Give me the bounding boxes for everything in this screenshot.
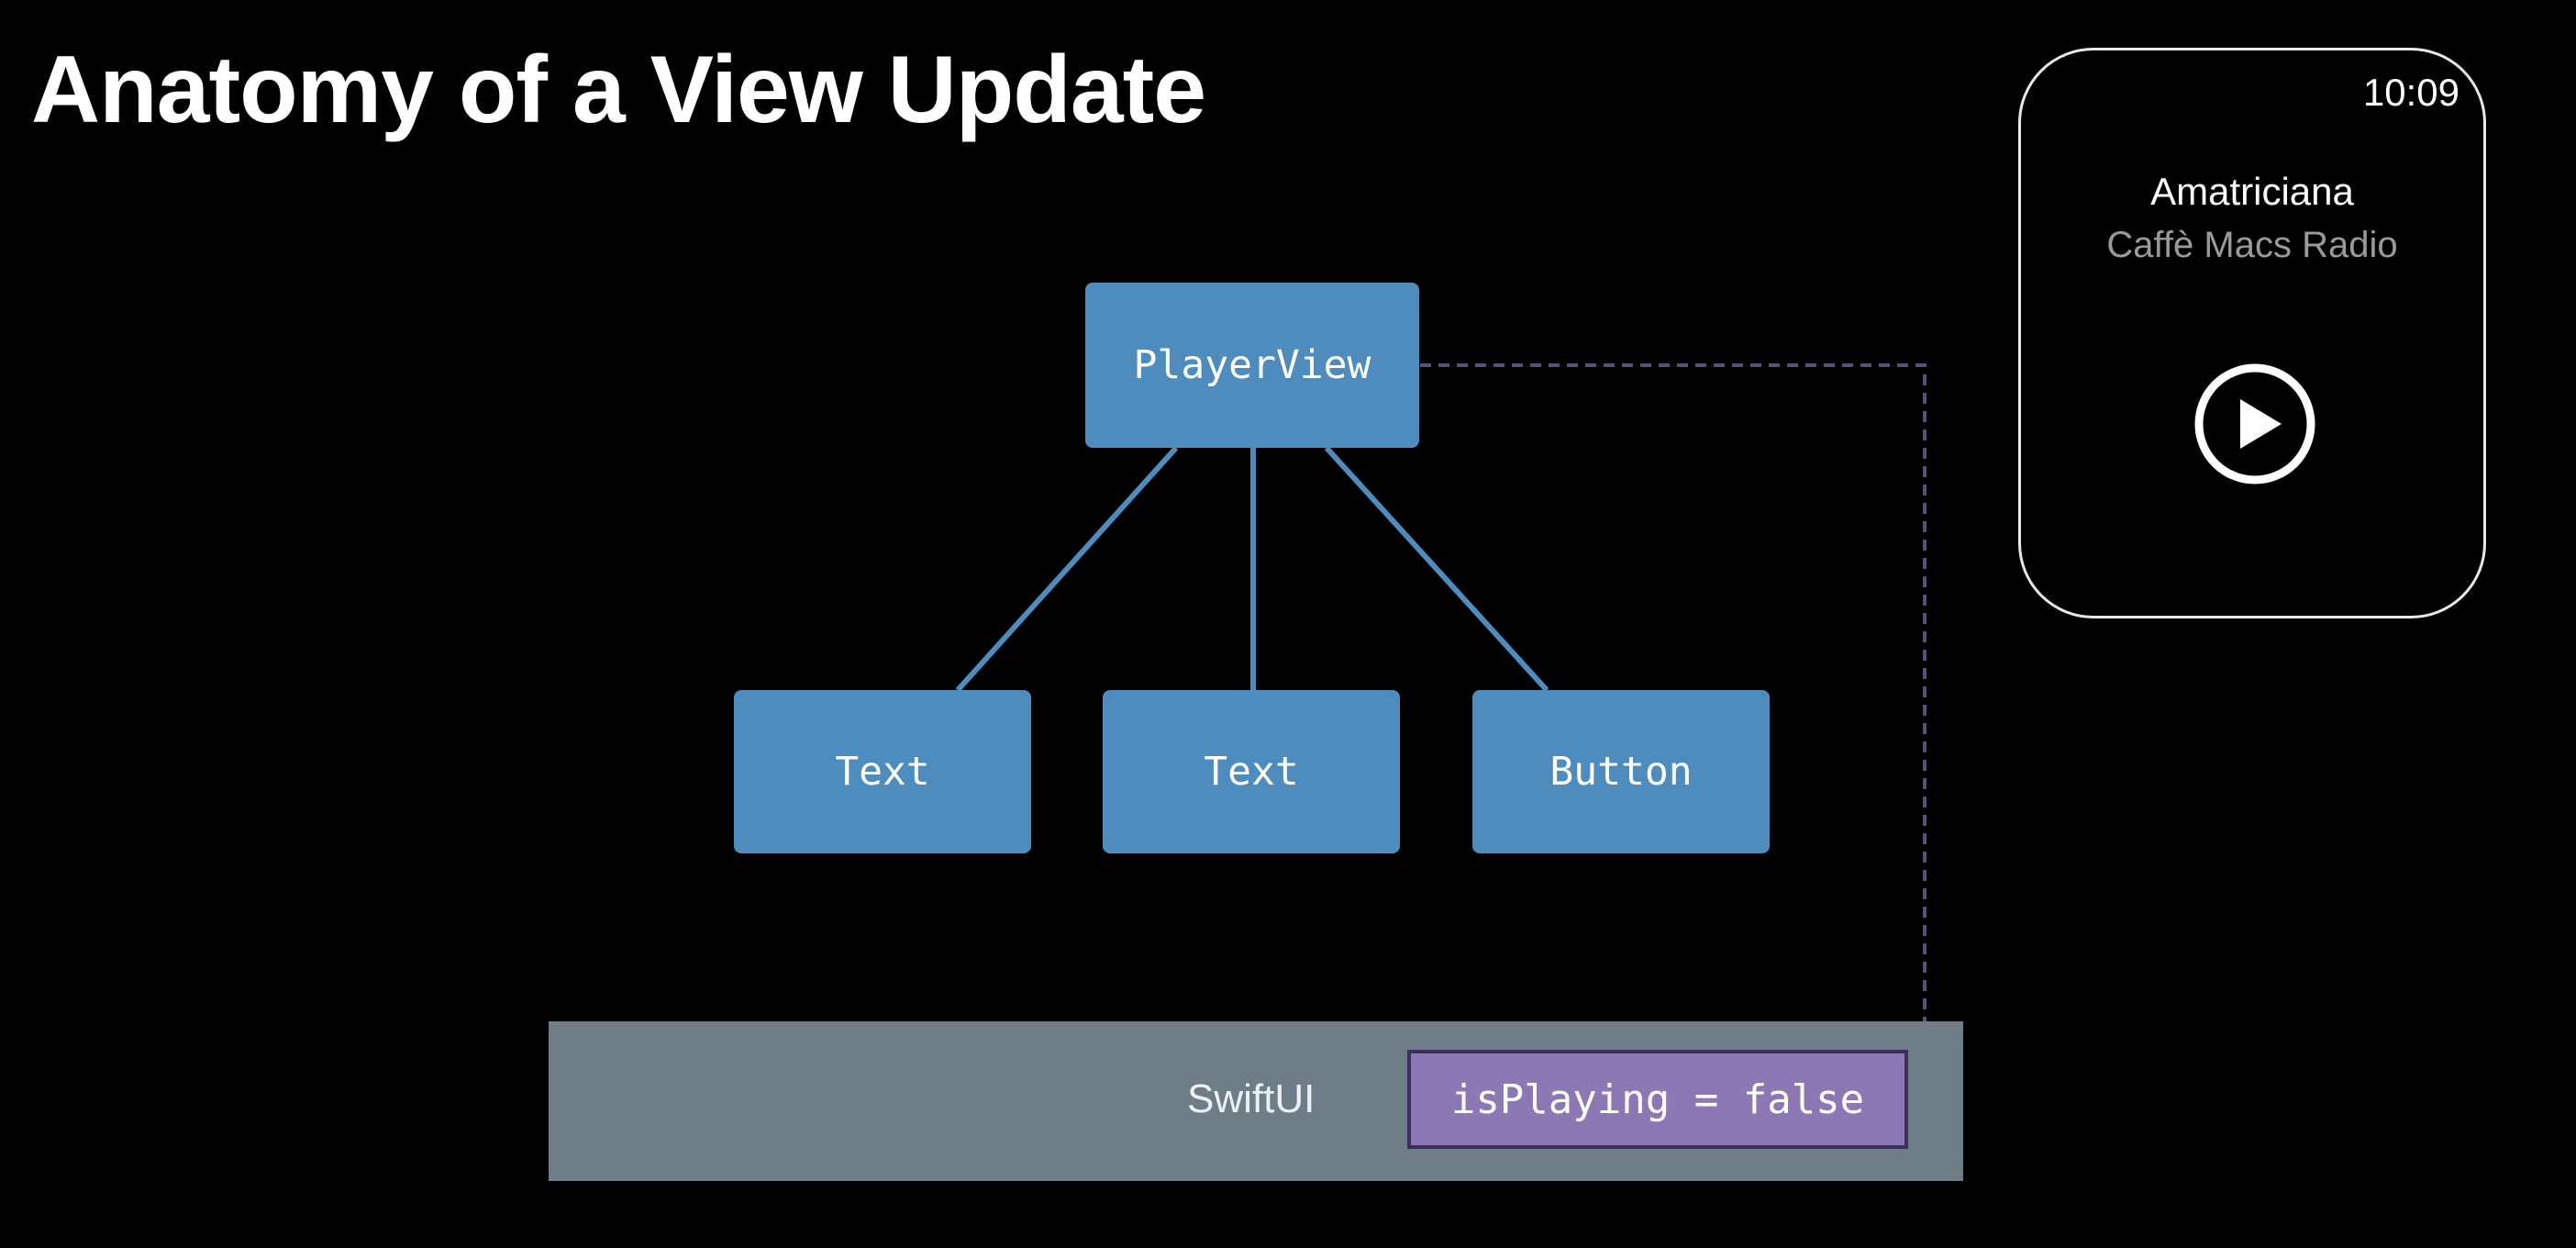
play-circle-icon bbox=[2194, 363, 2315, 485]
play-button[interactable] bbox=[2193, 362, 2316, 485]
swiftui-label: SwiftUI bbox=[1187, 1076, 1316, 1121]
song-title: Amatriciana bbox=[2150, 170, 2354, 213]
text-node-2: Text bbox=[1103, 690, 1400, 853]
text-node-1: Text bbox=[734, 690, 1031, 853]
state-dependency-line bbox=[1420, 363, 1926, 1099]
connector-playerview-button bbox=[1324, 445, 1549, 693]
station-name: Caffè Macs Radio bbox=[2106, 225, 2398, 265]
slide-title: Anatomy of a View Update bbox=[31, 37, 1206, 143]
connector-playerview-text-1 bbox=[955, 445, 1179, 693]
watch-time: 10:09 bbox=[2362, 71, 2459, 114]
playerview-node: PlayerView bbox=[1085, 283, 1419, 448]
state-variable-box: isPlaying = false bbox=[1407, 1050, 1908, 1149]
state-variable-label: isPlaying = false bbox=[1450, 1075, 1865, 1123]
watch-screen: 10:09 Amatriciana Caffè Macs Radio bbox=[2018, 48, 2486, 618]
button-node: Button bbox=[1472, 690, 1770, 853]
